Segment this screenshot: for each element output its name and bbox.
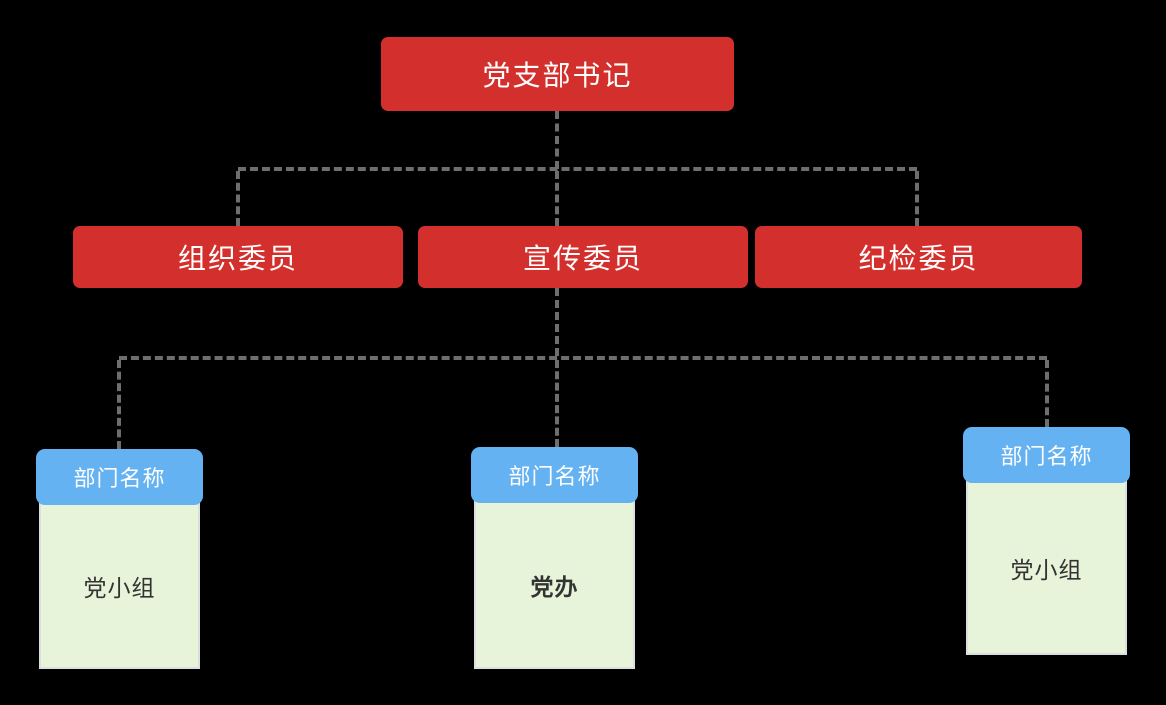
connector-drop-publicity (555, 171, 559, 226)
connector-top-horizontal (238, 167, 917, 171)
node-organization-committee[interactable]: 组织委员 (73, 226, 403, 288)
connector-drop-card-right (1045, 360, 1049, 427)
department-card-middle[interactable]: 部门名称 党办 (471, 447, 638, 669)
connector-drop-organization (236, 171, 240, 226)
department-header-label: 部门名称 (73, 466, 166, 491)
connector-drop-card-left (117, 360, 121, 449)
department-card-body: 党小组 (966, 477, 1127, 655)
department-card-header: 部门名称 (963, 427, 1130, 483)
connector-drop-discipline (915, 171, 919, 226)
department-card-body: 党办 (474, 497, 635, 669)
connector-drop-card-middle (555, 360, 559, 447)
node-label: 组织委员 (177, 243, 298, 274)
node-label: 宣传委员 (522, 243, 643, 274)
department-card-left[interactable]: 部门名称 党小组 (36, 449, 203, 669)
department-name-label: 党小组 (83, 575, 156, 601)
department-card-right[interactable]: 部门名称 党小组 (963, 427, 1130, 655)
node-label: 党支部书记 (482, 60, 633, 91)
department-card-header: 部门名称 (36, 449, 203, 505)
department-name-label: 党办 (530, 574, 579, 600)
department-card-body: 党小组 (39, 499, 200, 669)
connector-root-down (555, 111, 559, 169)
connector-publicity-down (555, 288, 559, 356)
node-party-branch-secretary[interactable]: 党支部书记 (381, 37, 734, 111)
department-header-label: 部门名称 (1000, 444, 1093, 469)
node-label: 纪检委员 (858, 243, 979, 274)
department-card-header: 部门名称 (471, 447, 638, 503)
connector-bottom-horizontal (119, 356, 1047, 360)
node-publicity-committee[interactable]: 宣传委员 (418, 226, 748, 288)
node-discipline-committee[interactable]: 纪检委员 (755, 226, 1082, 288)
department-name-label: 党小组 (1010, 557, 1083, 583)
department-header-label: 部门名称 (508, 464, 601, 489)
